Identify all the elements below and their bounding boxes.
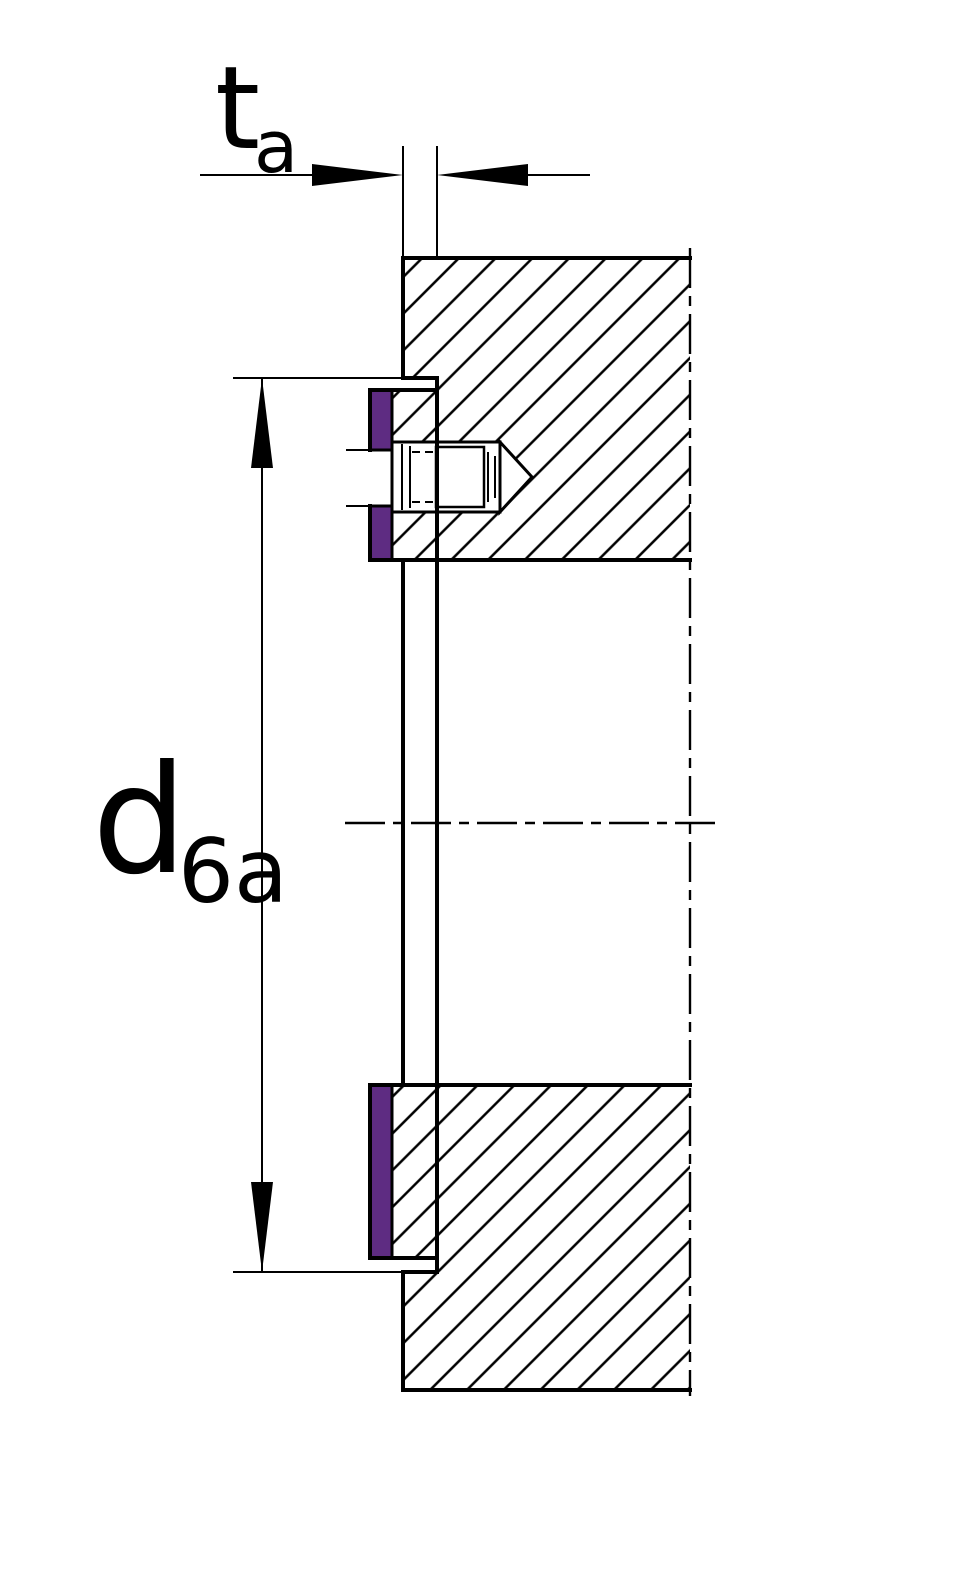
sliding-layer-top-lower — [368, 504, 394, 562]
housing-hatch-bottom — [403, 1085, 690, 1390]
centerlines — [345, 248, 722, 1396]
d6a-arrow-bottom — [251, 1182, 273, 1272]
washer-outline — [368, 388, 439, 1260]
d6a-label-subscript: 6a — [178, 820, 288, 923]
ta-dimension: t a — [200, 42, 590, 258]
housing-hatch-top — [403, 258, 690, 560]
ta-label: t — [215, 42, 260, 176]
d6a-dimension: d 6a — [92, 377, 437, 1273]
d6a-arrow-top — [251, 378, 273, 468]
ta-label-subscript: a — [254, 105, 298, 189]
washer-hatch-top-lower — [392, 512, 437, 560]
set-screw-hex-socket — [434, 445, 486, 509]
d6a-label: d — [92, 734, 187, 908]
ta-arrow-left — [312, 164, 403, 186]
washer-hatch-bottom — [392, 1085, 437, 1258]
washer-hatch-top-upper — [392, 390, 437, 442]
sliding-layer-bottom — [368, 1083, 394, 1260]
ta-arrow-right — [437, 164, 528, 186]
sliding-layer-top-upper — [368, 388, 394, 452]
thrust-washer-section — [392, 390, 437, 1258]
set-screw-cone-point — [498, 438, 535, 516]
